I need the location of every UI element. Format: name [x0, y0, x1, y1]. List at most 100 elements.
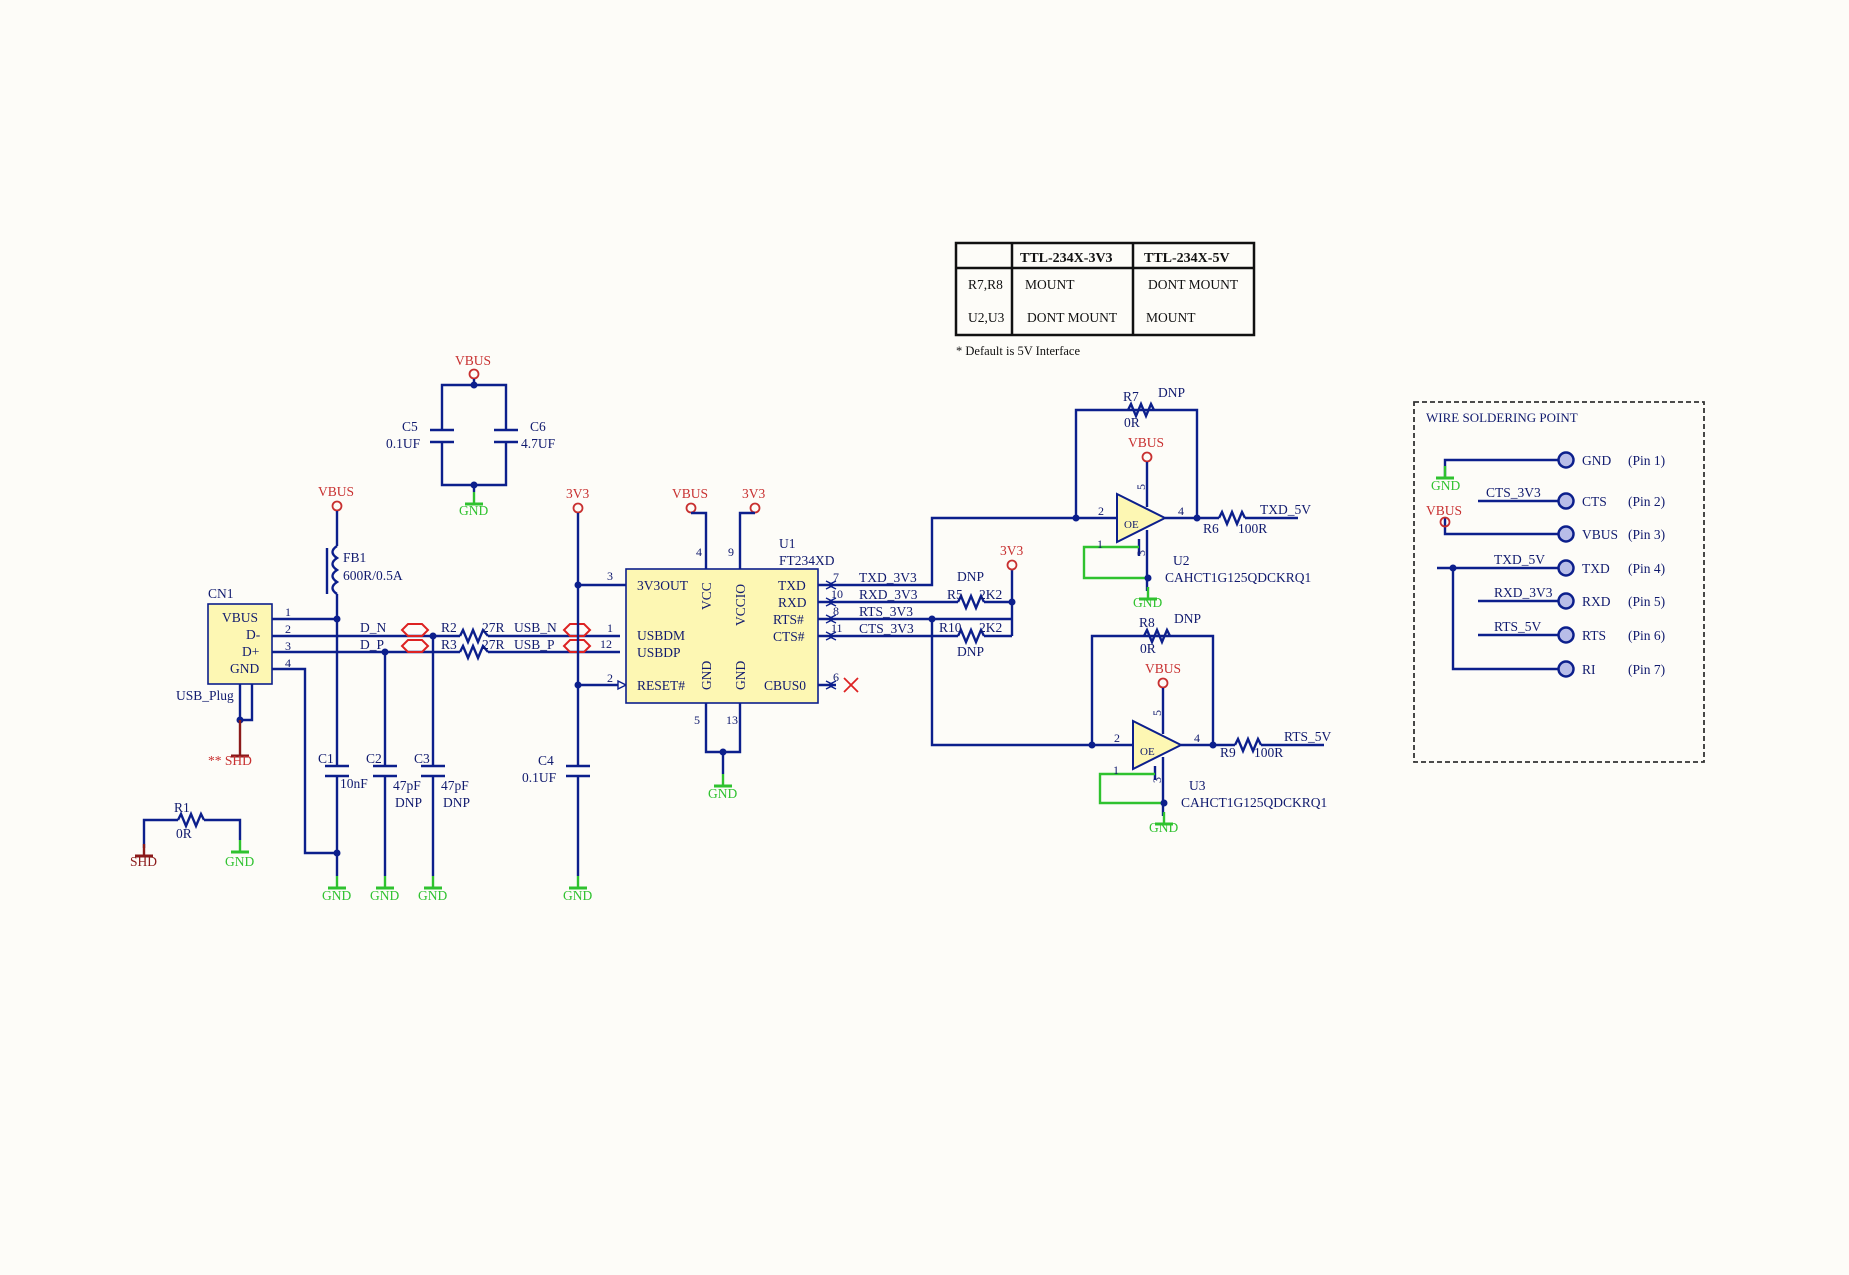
pin-number: 1 — [607, 621, 613, 635]
net-rts-3v3: RTS_3V3 — [859, 604, 913, 619]
r9-ref: R9 — [1220, 745, 1236, 760]
net-usb-n: USB_N — [514, 620, 557, 635]
gnd-label: GND — [1431, 478, 1460, 493]
pin-number: 5 — [1134, 484, 1148, 490]
pin-number: 12 — [600, 637, 612, 651]
wsp-title: WIRE SOLDERING POINT — [1426, 410, 1578, 425]
u1-pin-rts: RTS# — [773, 612, 804, 627]
solder-pad-name: GND — [1582, 453, 1611, 468]
u1-pin-rxd: RXD — [778, 595, 807, 610]
net-rxd-3v3: RXD_3V3 — [859, 587, 918, 602]
solder-pad-name: RXD — [1582, 594, 1611, 609]
fb1-ref: FB1 — [343, 550, 366, 565]
vbus-label: VBUS — [1145, 661, 1181, 676]
wire-soldering-points: WIRE SOLDERING POINT GND CTS_3V3 VBUS TX… — [1413, 401, 1705, 763]
solder-pad-rxd — [1557, 592, 1575, 610]
r9-value: 100R — [1254, 745, 1283, 760]
u1-pin-vccio: VCCIO — [733, 584, 748, 626]
r8-ref: R8 — [1139, 615, 1155, 630]
vbus-label: VBUS — [455, 353, 491, 368]
c3-ref: C3 — [414, 751, 430, 766]
pin-number: 4 — [1178, 504, 1184, 518]
u3-ref: U3 — [1189, 778, 1206, 793]
pin-number: 7 — [833, 570, 839, 584]
u1-pin-usbdm: USBDM — [637, 628, 685, 643]
pin-number: 4 — [285, 656, 291, 670]
u1-pin-reset: RESET# — [637, 678, 685, 693]
c2-ref: C2 — [366, 751, 382, 766]
net-txd-5v: TXD_5V — [1260, 502, 1311, 517]
solder-pad-pin: (Pin 2) — [1628, 494, 1665, 509]
mount-option-table: TTL-234X-3V3 TTL-234X-5V R7,R8 MOUNT DON… — [954, 241, 1256, 358]
solder-pad-txd — [1557, 559, 1575, 577]
u1-pin-gnd: GND — [699, 661, 714, 690]
table-row-ref: U2,U3 — [968, 310, 1005, 325]
shd-note: ** SHD — [208, 753, 252, 768]
buffer-u2: R7 DNP 0R OE VBUS GND R6 100R TXD_5V U2 … — [1072, 385, 1311, 610]
r1-value: 0R — [176, 826, 192, 841]
pin-number: 3 — [607, 569, 613, 583]
u1-pin-cts: CTS# — [773, 629, 805, 644]
pin-number: 2 — [285, 622, 291, 636]
cn1-pin-name: D- — [246, 627, 261, 642]
gnd-label: GND — [563, 888, 592, 903]
pin-number: 8 — [833, 604, 839, 618]
c2-value: 47pF — [393, 778, 421, 793]
ic-u1-ft234xd: VBUS 3V3 4 9 U1 FT234XD 3V3OUT USBDM USB… — [625, 486, 859, 801]
r2-ref: R2 — [441, 620, 457, 635]
c3-note: DNP — [443, 795, 470, 810]
oe-label: OE — [1140, 746, 1155, 758]
3v3-rail-c4: 3V3 C4 0.1UF GND 3 1 12 2 — [522, 486, 628, 903]
vbus-decoupling: VBUS GND C5 0.1UF C6 4.7UF — [386, 353, 556, 518]
usb-connector-cn1: CN1 VBUS D- D+ GND 1 2 3 4 USB_Plug ** S… — [176, 586, 620, 855]
table-cell: MOUNT — [1146, 310, 1196, 325]
pin-number: 13 — [726, 713, 738, 727]
3v3-label: 3V3 — [566, 486, 589, 501]
r3-ref: R3 — [441, 637, 457, 652]
ferrite-fb1: VBUS FB1 600R/0.5A — [318, 484, 403, 623]
oe-label: OE — [1124, 519, 1139, 531]
vbus-label: VBUS — [318, 484, 354, 499]
c2-note: DNP — [395, 795, 422, 810]
gnd-label: GND — [1133, 595, 1162, 610]
solder-pad-pin: (Pin 7) — [1628, 662, 1665, 677]
r8-note: DNP — [1174, 611, 1201, 626]
pin-number: 1 — [285, 605, 291, 619]
table-note: * Default is 5V Interface — [956, 344, 1080, 358]
cn1-ref: CN1 — [208, 586, 234, 601]
gnd-label: GND — [322, 888, 351, 903]
solder-pad-name: RTS — [1582, 628, 1606, 643]
cn1-name: USB_Plug — [176, 688, 234, 703]
pin-number: 2 — [1098, 504, 1104, 518]
net-rxd-3v3: RXD_3V3 — [1494, 585, 1553, 600]
table-row-ref: R7,R8 — [968, 277, 1003, 292]
u2-ref: U2 — [1173, 553, 1190, 568]
c4-ref: C4 — [538, 753, 554, 768]
pin-number: 2 — [607, 671, 613, 685]
pin-number: 5 — [694, 713, 700, 727]
r6-value: 100R — [1238, 521, 1267, 536]
pin-number: 2 — [1114, 731, 1120, 745]
net-cts-3v3: CTS_3V3 — [859, 621, 914, 636]
solder-pad-ri — [1557, 660, 1575, 678]
cn1-pin-name: D+ — [242, 644, 259, 659]
pin-number: 4 — [696, 545, 702, 559]
r2-value: 27R — [482, 620, 505, 635]
gnd-label: GND — [708, 786, 737, 801]
r7-value: 0R — [1124, 415, 1140, 430]
pin-number: 3 — [1134, 550, 1148, 556]
r8-value: 0R — [1140, 641, 1156, 656]
solder-pad-gnd — [1557, 451, 1575, 469]
r5-ref: R5 — [947, 587, 963, 602]
net-usb-p: USB_P — [514, 637, 555, 652]
solder-pad-pin: (Pin 4) — [1628, 561, 1665, 576]
net-cts-3v3: CTS_3V3 — [1486, 485, 1541, 500]
uart-3v3-nets: TXD_3V3 RXD_3V3 RTS_3V3 CTS_3V3 3V3 DNP … — [836, 516, 1092, 747]
u1-pin-usbdp: USBDP — [637, 645, 681, 660]
usb-filter-caps: C1 10nF GND C2 47pF DNP GND C3 47pF DNP … — [318, 619, 470, 903]
u1-pin-gnd: GND — [733, 661, 748, 690]
solder-pad-vbus — [1557, 525, 1575, 543]
net-txd-5v: TXD_5V — [1494, 552, 1545, 567]
r7-ref: R7 — [1123, 389, 1139, 404]
